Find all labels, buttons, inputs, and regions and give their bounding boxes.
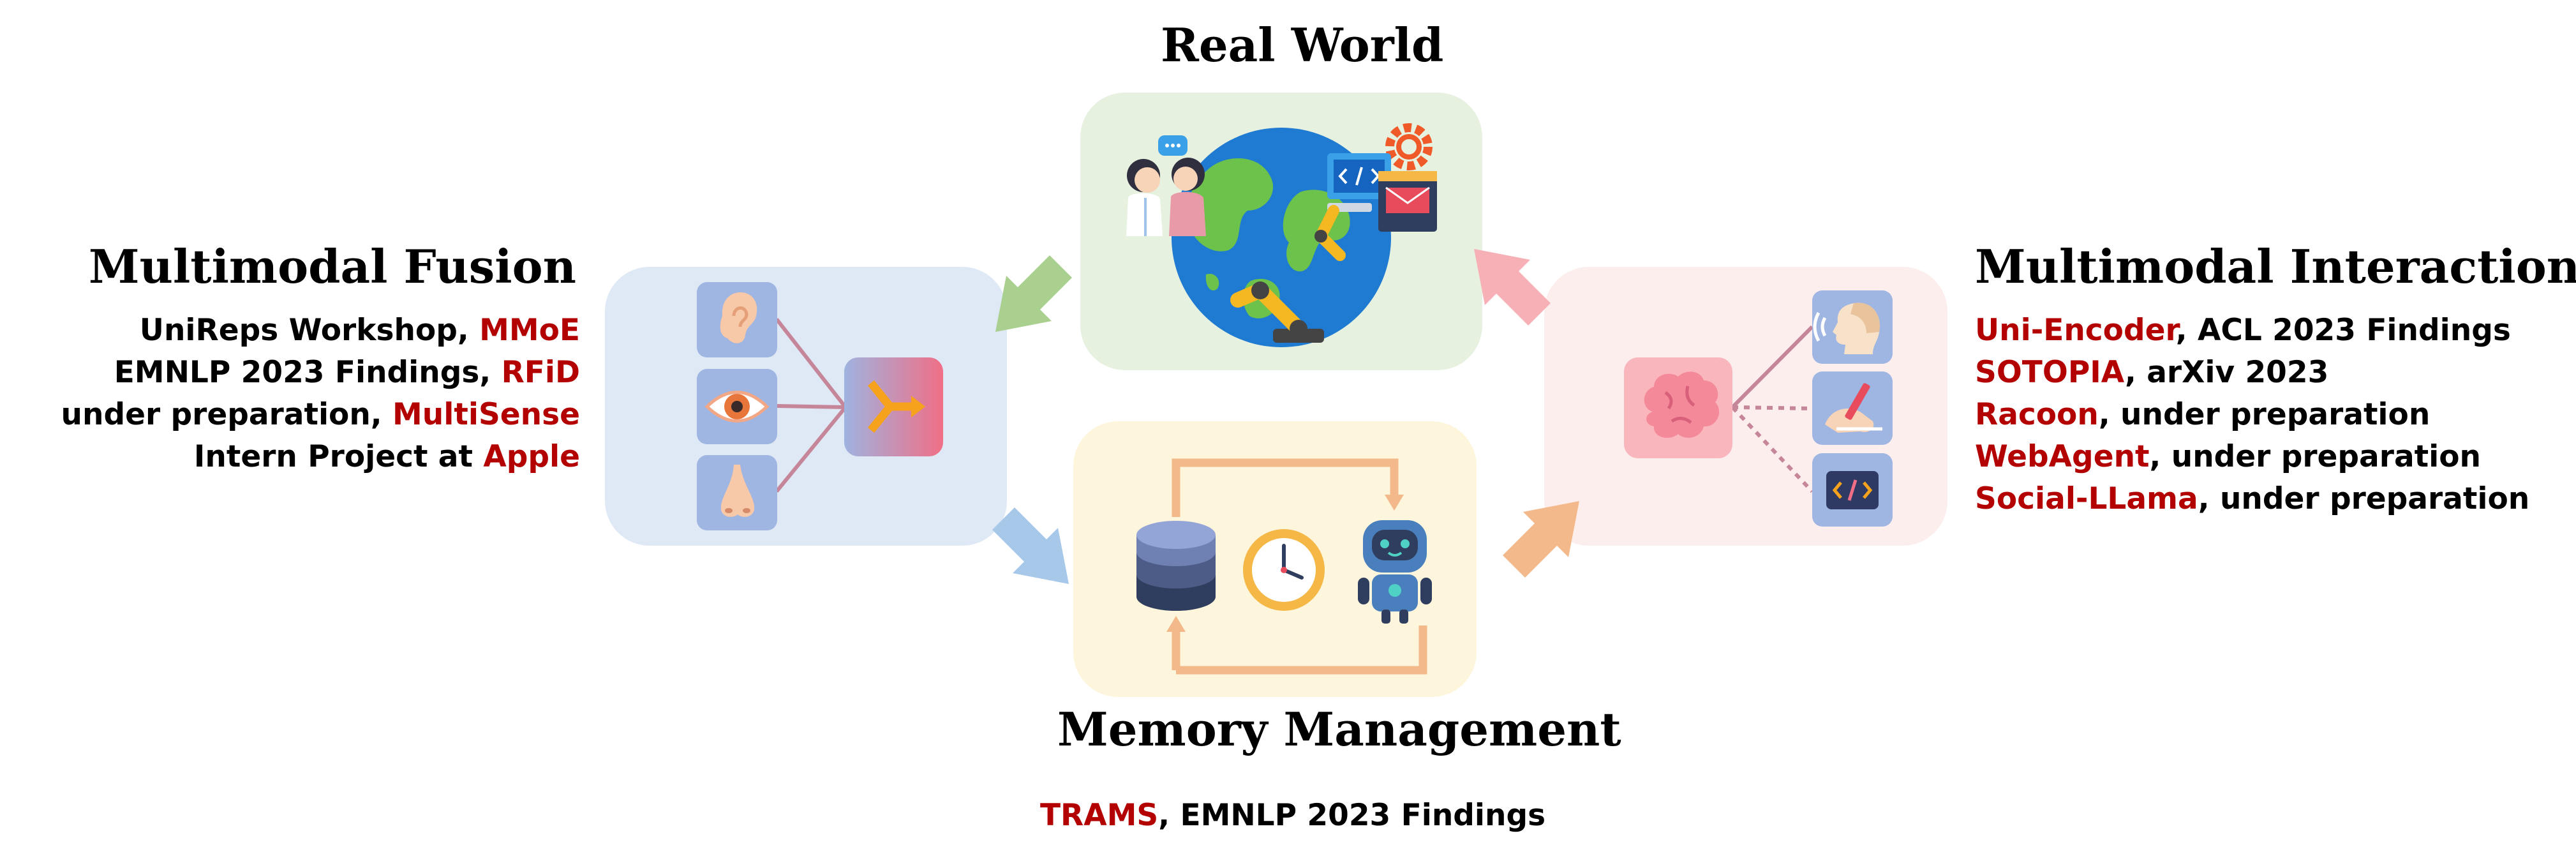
venue-text: , arXiv 2023 [2125,355,2329,390]
project-name: MMoE [479,313,580,348]
robot-icon [1358,520,1432,624]
fusion-publications: UniReps Workshop, MMoE EMNLP 2023 Findin… [61,310,580,478]
memory-loop [1172,458,1427,675]
nose-icon [697,455,777,530]
publication-entry: SOTOPIA, arXiv 2023 [1975,352,2529,394]
arrow-memory-to-interaction [1503,501,1579,578]
publication-entry: EMNLP 2023 Findings, RFiD [61,352,580,394]
publication-entry: UniReps Workshop, MMoE [61,310,580,352]
robot-arm-icon [1230,205,1346,343]
interaction-connectors [1731,325,1814,493]
arrow-real-world-to-fusion [995,255,1072,332]
real-world-title: Real World [1161,18,1444,72]
publication-entry: WebAgent, under preparation [1975,436,2529,478]
memory-loop-arrowhead-down [1385,495,1404,511]
publication-entry: Racoon, under preparation [1975,394,2529,436]
publication-entry: TRAMS, EMNLP 2023 Findings [1040,795,1545,837]
brain-icon [1624,357,1732,458]
people-icon [1126,135,1206,236]
merge-icon [844,357,943,456]
publication-entry: Intern Project at Apple [61,436,580,478]
interaction-publications: Uni-Encoder, ACL 2023 Findings SOTOPIA, … [1975,310,2529,520]
fusion-title: Multimodal Fusion [88,239,576,294]
ear-icon [697,282,777,357]
venue-text: , EMNLP 2023 Findings [1158,798,1546,833]
writing-hand-icon [1812,371,1893,445]
arrow-interaction-to-real-world [1474,249,1551,326]
publication-entry: Uni-Encoder, ACL 2023 Findings [1975,310,2529,352]
project-name: Social-LLama [1975,481,2198,516]
speaking-head-icon [1812,290,1893,364]
publication-entry: Social-LLama, under preparation [1975,478,2529,520]
venue-text: UniReps Workshop, [139,313,480,348]
project-name: Apple [483,439,580,474]
venue-text: Intern Project at [193,439,484,474]
venue-text: EMNLP 2023 Findings, [114,355,502,390]
code-icon [1812,453,1893,527]
project-name: WebAgent [1975,439,2150,474]
project-name: MultiSense [392,397,580,432]
gear-icon [1385,123,1433,170]
project-name: Racoon [1975,397,2099,432]
arrow-fusion-to-memory [992,507,1069,584]
venue-text: , under preparation [2098,397,2431,432]
venue-text: , ACL 2023 Findings [2175,313,2511,348]
project-name: RFiD [501,355,580,390]
project-name: TRAMS [1040,798,1159,833]
memory-publications: TRAMS, EMNLP 2023 Findings [1040,795,1545,837]
interaction-title: Multimodal Interaction [1975,239,2576,294]
project-name: SOTOPIA [1975,355,2125,390]
computer-icon [1327,153,1437,232]
database-icon [1136,521,1216,611]
eye-icon [697,369,777,444]
venue-text: , under preparation [2198,481,2530,516]
clock-icon [1243,529,1325,611]
venue-text: under preparation, [61,397,393,432]
project-name: Uni-Encoder [1975,313,2176,348]
venue-text: , under preparation [2149,439,2481,474]
publication-entry: under preparation, MultiSense [61,394,580,436]
memory-title: Memory Management [1057,702,1621,756]
fusion-connectors [775,318,847,493]
memory-loop-arrowhead-up [1166,616,1186,632]
